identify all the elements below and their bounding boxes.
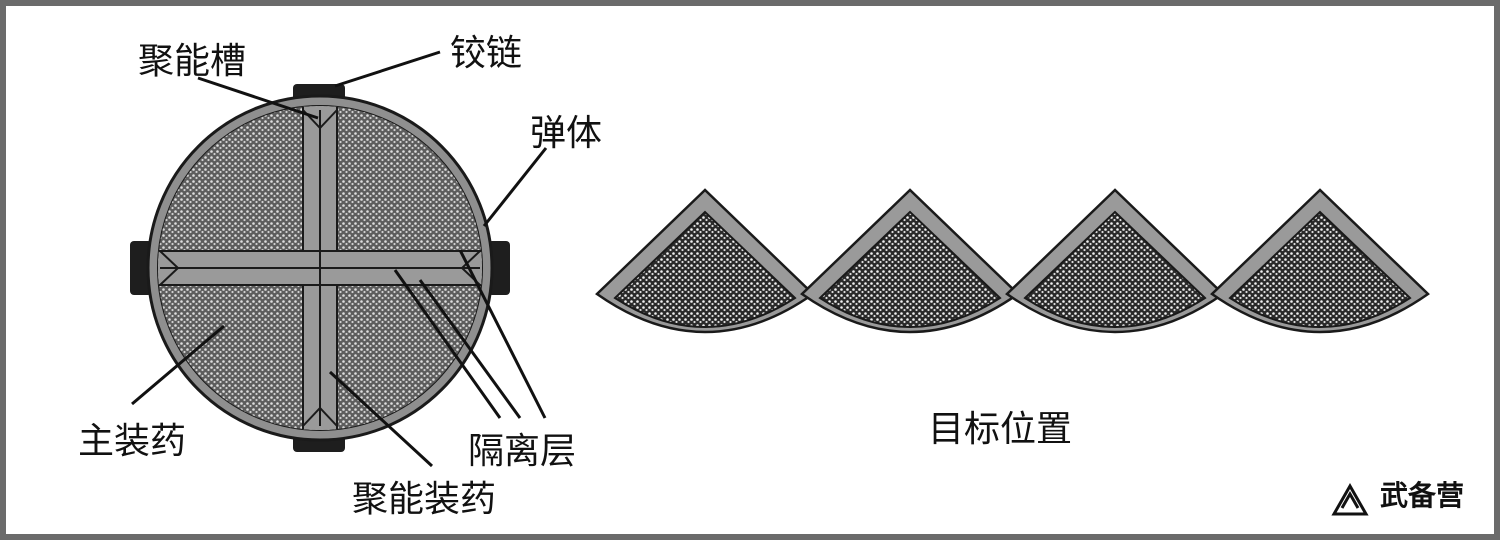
label-hinge: 铰链 — [450, 33, 523, 74]
fragment-segment — [1210, 188, 1430, 334]
label-shaped-charge-groove: 聚能槽 — [138, 41, 247, 82]
label-projectile-body: 弹体 — [530, 113, 603, 154]
fragment-segment — [800, 188, 1020, 334]
label-isolation-layer: 隔离层 — [468, 431, 577, 472]
watermark-text: 武备营 — [1379, 479, 1464, 512]
watermark: 武备营 — [1344, 474, 1464, 514]
fragment-segment — [595, 188, 815, 334]
fragment-segment — [1005, 188, 1225, 334]
label-main-charge: 主装药 — [78, 421, 187, 462]
warhead-diagram — [130, 50, 1430, 516]
leader-lines — [131, 50, 548, 468]
label-target-position: 目标位置 — [928, 409, 1073, 450]
triangle-logo-icon — [1331, 482, 1369, 516]
label-shaped-charge: 聚能装药 — [352, 479, 497, 520]
main-charge-quadrants — [158, 106, 482, 430]
target-fragments — [595, 188, 1430, 334]
